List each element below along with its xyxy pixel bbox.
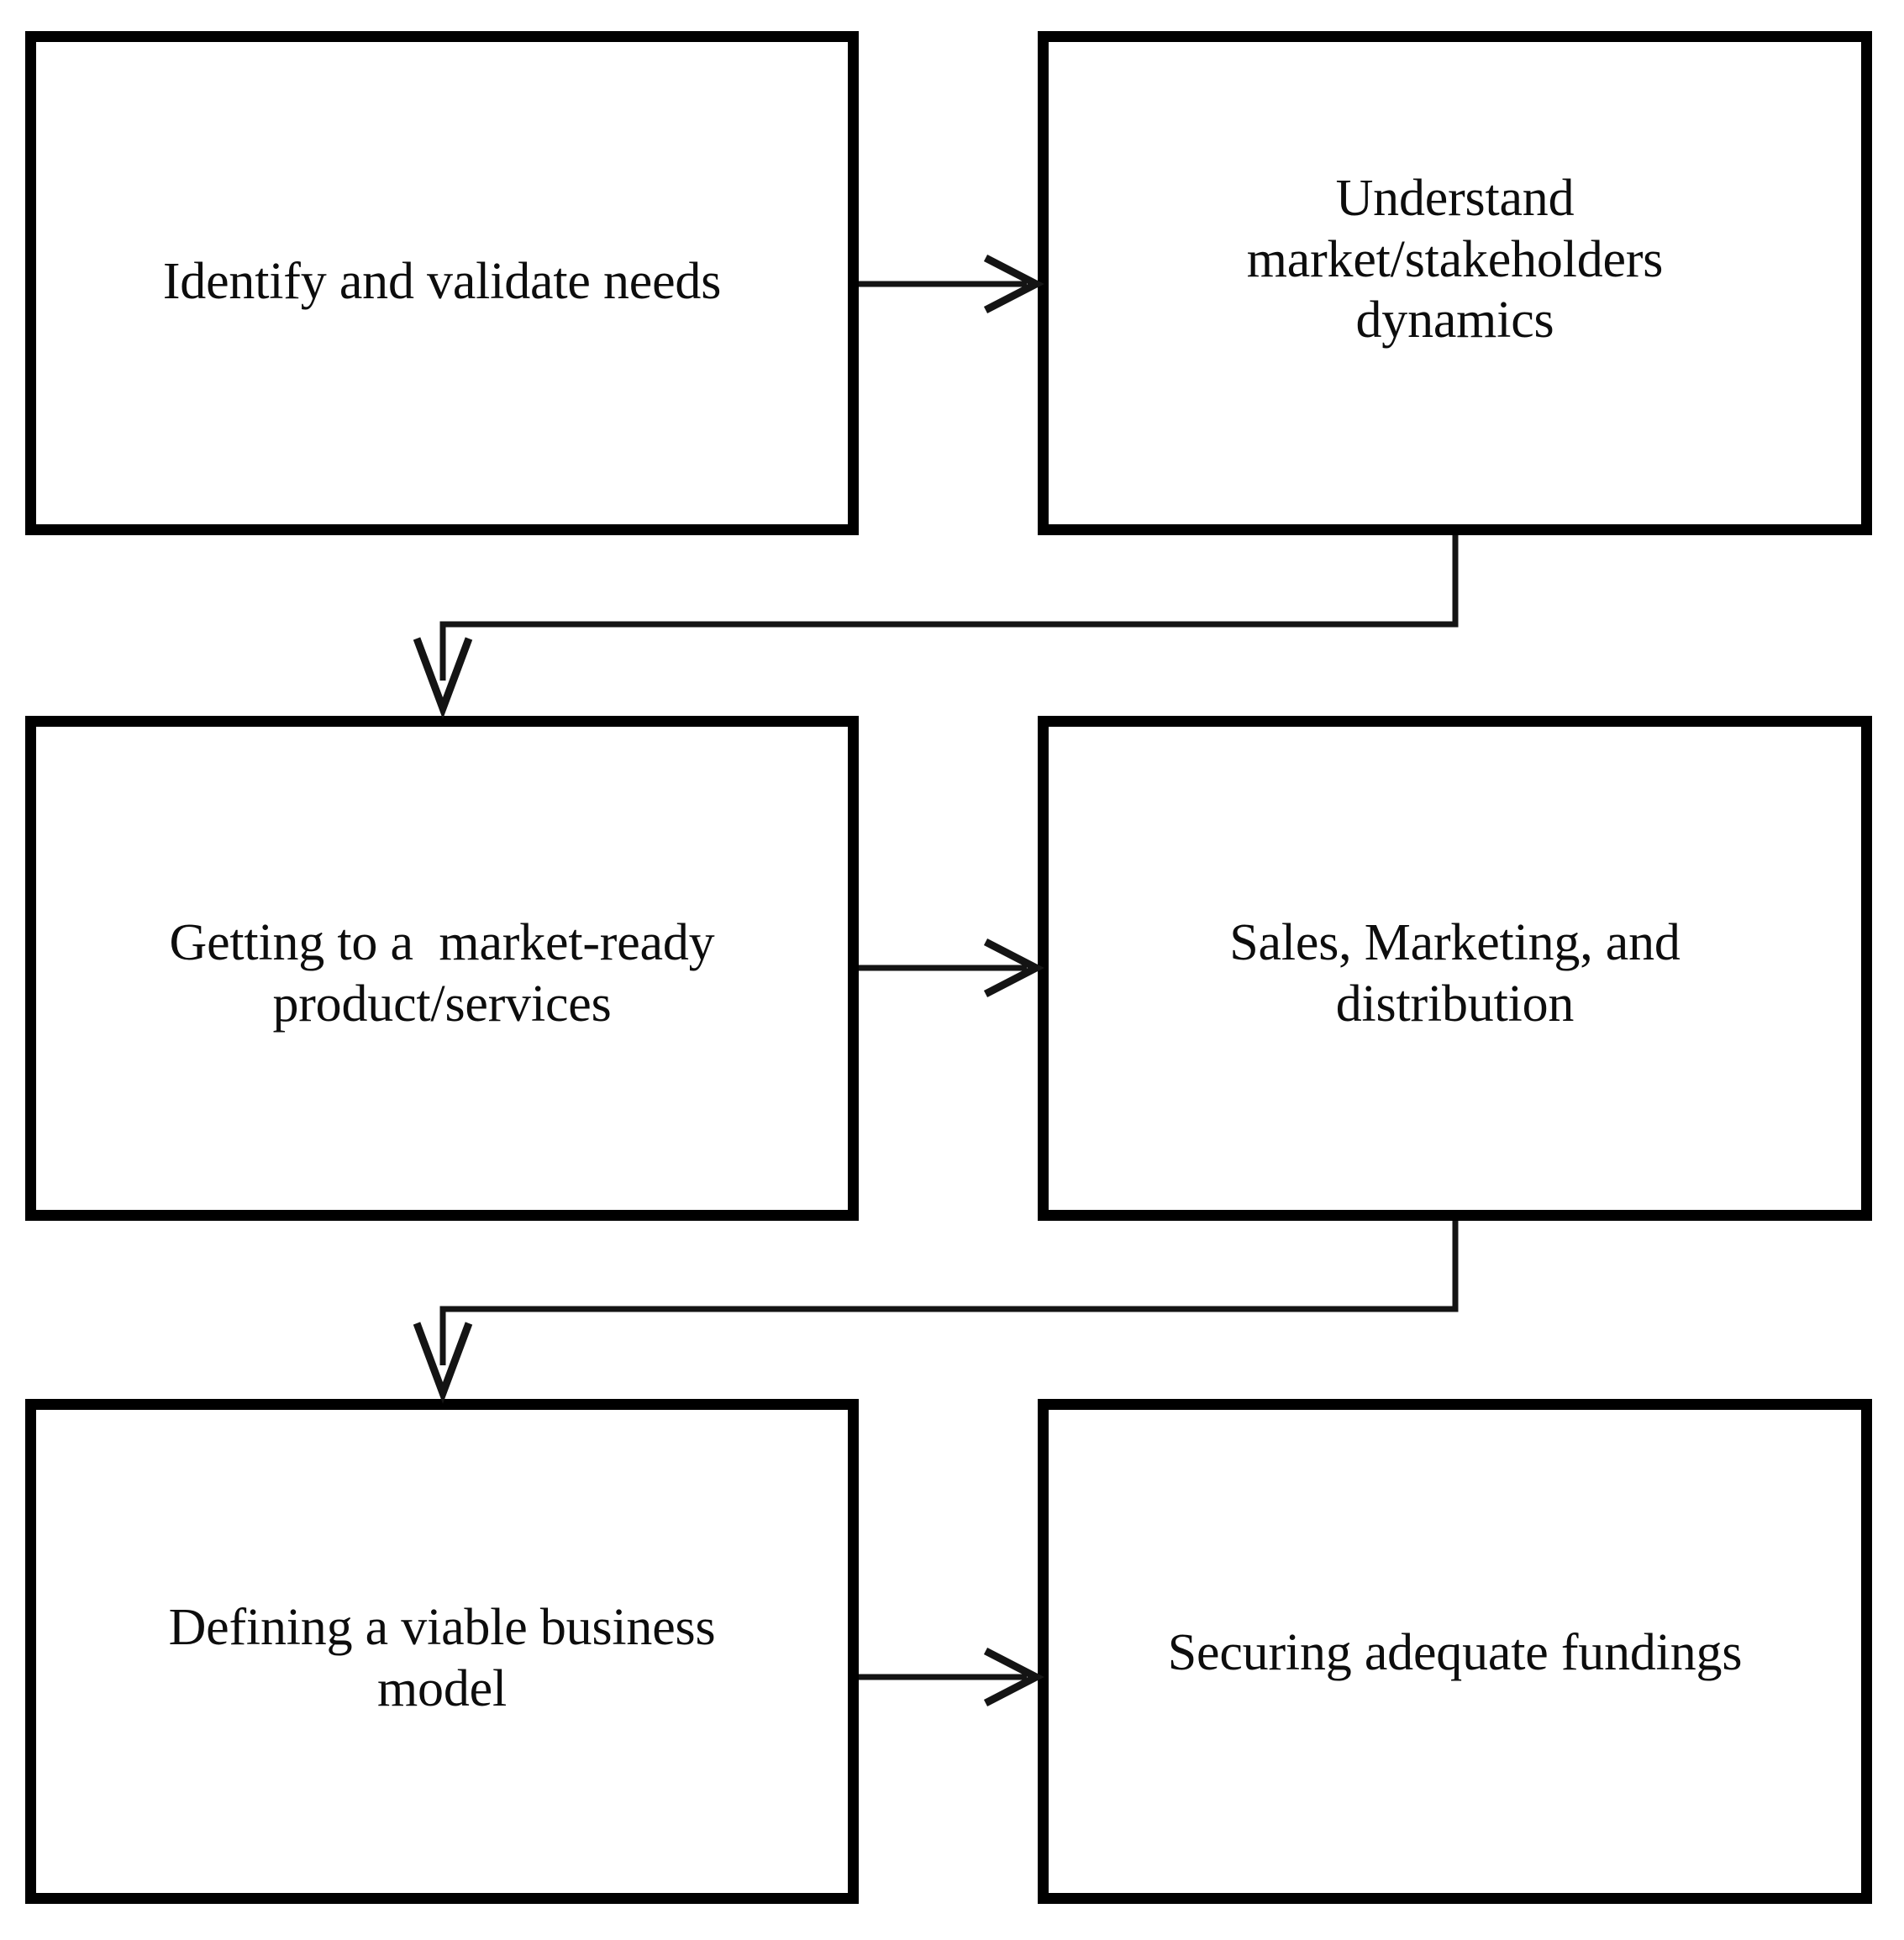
edge-sales-distribution-to-business-model: [413, 1221, 1459, 1404]
node-label-sales-marketing-distribution: Sales, Marketing, and distribution: [1229, 913, 1680, 1033]
node-label-understand-market: Understand market/stakeholders dynamics: [1246, 170, 1664, 350]
edge-identify-needs-to-understand-market: [859, 255, 1044, 313]
arrowhead-down-icon: [413, 637, 473, 719]
node-sales-marketing-distribution[interactable]: Sales, Marketing, and distribution: [1038, 716, 1872, 1221]
node-label-market-ready-product: Getting to a market-ready product/servic…: [169, 913, 715, 1033]
arrowhead-right-icon: [983, 255, 1044, 313]
arrowhead-right-icon: [983, 1648, 1044, 1706]
edge-line: [439, 1221, 1459, 1365]
edge-understand-market-to-market-ready: [413, 535, 1459, 719]
node-market-ready-product[interactable]: Getting to a market-ready product/servic…: [25, 716, 859, 1221]
edge-line: [439, 535, 1459, 681]
node-understand-market[interactable]: Understand market/stakeholders dynamics: [1038, 31, 1872, 535]
edge-market-ready-to-sales-distribution: [859, 938, 1044, 997]
node-label-securing-funding: Securing adequate fundings: [1167, 1624, 1743, 1682]
node-label-identify-needs: Identify and validate needs: [162, 252, 722, 310]
node-securing-funding[interactable]: Securing adequate fundings: [1038, 1399, 1872, 1904]
node-identify-needs[interactable]: Identify and validate needs: [25, 31, 859, 535]
edge-business-model-to-securing-funding: [859, 1648, 1044, 1706]
node-label-business-model: Defining a viable business model: [168, 1598, 716, 1717]
node-business-model[interactable]: Defining a viable business model: [25, 1399, 859, 1904]
arrowhead-down-icon: [413, 1322, 473, 1404]
arrowhead-right-icon: [983, 938, 1044, 997]
